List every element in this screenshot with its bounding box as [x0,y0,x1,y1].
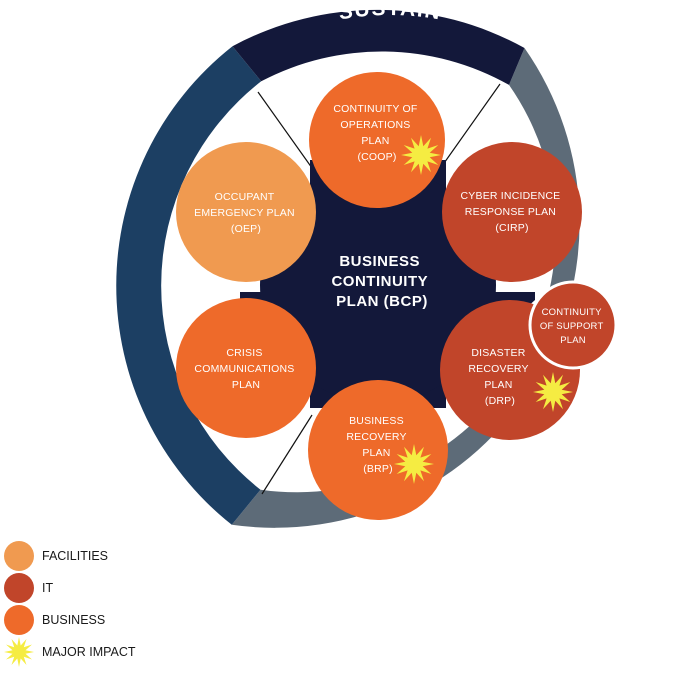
legend: FACILITIES IT BUSINESS MAJOR IMPACT [4,540,136,668]
drp-label: DISASTER RECOVERY PLAN (DRP) [468,347,531,407]
plan-oep: OCCUPANT EMERGENCY PLAN (OEP) [176,142,316,282]
plan-brp: BUSINESS RECOVERY PLAN (BRP) [308,380,448,520]
oep-label: OCCUPANT EMERGENCY PLAN (OEP) [194,191,298,235]
bcp-center-disc [260,167,496,403]
major-impact-star-icon [533,372,573,412]
legend-item-business: BUSINESS [4,604,136,636]
crisis-communications-label: CRISIS COMMUNICATIONS PLAN [194,347,297,391]
legend-label: IT [42,581,54,595]
ring-segment-sustain [232,9,525,85]
legend-item-it: IT [4,572,136,604]
major-impact-star-icon [4,637,34,667]
legend-label: FACILITIES [42,549,108,563]
legend-label: BUSINESS [42,613,106,627]
continuity-of-support-label: CONTINUITY OF SUPPORT PLAN [540,307,606,346]
legend-label: MAJOR IMPACT [42,645,136,659]
connector-line [441,83,501,167]
facilities-swatch [4,541,34,571]
brp-label: BUSINESS RECOVERY PLAN (BRP) [346,415,409,475]
legend-item-facilities: FACILITIES [4,540,136,572]
plan-cirp: CYBER INCIDENCE RESPONSE PLAN (CIRP) [442,142,582,282]
ring-segment-protect [116,46,262,525]
major-impact-star-icon [394,444,434,484]
connector-line [257,91,313,169]
it-swatch [4,573,34,603]
cirp-label: CYBER INCIDENCE RESPONSE PLAN (CIRP) [461,190,564,234]
business-swatch [4,605,34,635]
coop-label: CONTINUITY OF OPERATIONS PLAN (COOP) [333,103,420,163]
connector-line [261,414,313,495]
plan-coop: CONTINUITY OF OPERATIONS PLAN (COOP) [309,72,445,208]
major-impact-star-icon [401,135,441,175]
protect-label: PROTECT [79,223,110,339]
bcp-center-title: BUSINESS CONTINUITY PLAN (BCP) [331,253,432,310]
plan-crisis-communications: CRISIS COMMUNICATIONS PLAN [176,298,316,438]
plan-continuity-of-support: CONTINUITY OF SUPPORT PLAN [528,280,618,370]
legend-item-major-impact: MAJOR IMPACT [4,636,136,668]
